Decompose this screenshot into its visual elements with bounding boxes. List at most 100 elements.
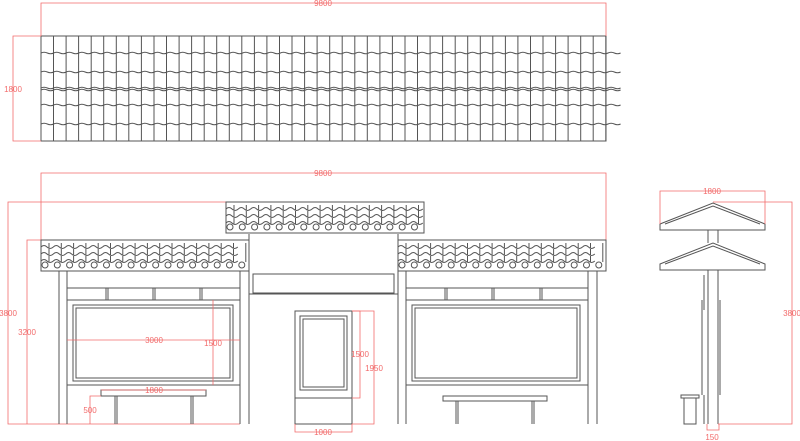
post-width-label: 150 xyxy=(705,433,719,441)
plan-outline xyxy=(40,35,607,142)
right-roof xyxy=(397,239,607,272)
right-roof-tiles xyxy=(397,243,604,263)
plan-width-dimension-line xyxy=(40,2,607,36)
roof-tile-end xyxy=(546,261,554,269)
roof-tile-end xyxy=(66,261,74,269)
right-frame xyxy=(397,271,598,424)
roof-tile-end xyxy=(496,261,504,269)
roof-tile-end xyxy=(570,261,578,269)
center-roof-outline xyxy=(225,201,425,234)
roof-tile-end xyxy=(288,223,295,231)
eave-height-dimension-line xyxy=(26,239,41,424)
bench-height-label: 500 xyxy=(83,406,97,415)
roof-tile-end xyxy=(201,261,209,269)
roof-tile-end xyxy=(484,261,492,269)
roof-tile-end xyxy=(226,223,234,231)
kiosk-height-label: 1950 xyxy=(365,364,383,373)
total-height-label: 3800 xyxy=(0,309,17,318)
left-ad-panel xyxy=(72,304,234,382)
left-bay xyxy=(58,271,250,424)
center-roof xyxy=(225,201,425,234)
left-ad-panel-inner xyxy=(75,307,231,379)
roof-tile-end xyxy=(349,223,357,231)
kiosk-width-dimension-line xyxy=(294,424,353,433)
center-roof-tiles xyxy=(225,205,424,225)
roof-tile-end xyxy=(164,261,172,269)
kiosk-screen-height-label: 1500 xyxy=(351,350,369,359)
roof-tile-end xyxy=(337,223,345,231)
info-kiosk xyxy=(294,310,353,425)
roof-tile-end xyxy=(103,261,110,269)
roof-tile-end xyxy=(238,261,246,269)
right-ad-panel-inner xyxy=(414,307,578,379)
plan-view: 9800 1800 xyxy=(4,0,621,142)
total-height-dimension-line xyxy=(7,201,240,425)
roof-tile-end xyxy=(595,261,603,269)
roof-tile-end xyxy=(226,261,233,269)
right-crossbar-brackets xyxy=(444,288,543,300)
roof-tile-end xyxy=(447,261,455,269)
roof-tile-end xyxy=(238,223,246,231)
side-height-dimension-line xyxy=(713,201,793,425)
roof-tile-end xyxy=(374,223,382,231)
roof-tile-end xyxy=(361,223,369,231)
roof-tile-end xyxy=(324,223,332,231)
bench-length-label: 1800 xyxy=(145,386,163,395)
roof-tile-end xyxy=(90,261,98,269)
tiled-roofs xyxy=(40,201,607,272)
left-bench-legs xyxy=(114,396,194,424)
roof-tile-end xyxy=(435,261,443,269)
side-roof-width-label: 1800 xyxy=(703,187,721,196)
roof-tile-end xyxy=(263,223,271,231)
panel-height-label: 1500 xyxy=(204,339,222,348)
roof-tile-end xyxy=(115,261,123,269)
side-stool xyxy=(683,397,697,425)
plan-tile-grid xyxy=(40,36,621,141)
roof-tile-end xyxy=(213,261,221,269)
roof-tile-end xyxy=(521,261,529,269)
kiosk-body xyxy=(294,310,353,425)
roof-tile-end xyxy=(410,261,418,269)
roof-tile-end xyxy=(558,261,566,269)
front-width-label: 9800 xyxy=(314,169,332,178)
roof-tile-end xyxy=(41,261,49,269)
plan-roof-tiles xyxy=(40,36,621,141)
roof-tile-end xyxy=(189,261,197,269)
roof-tile-end xyxy=(139,261,147,269)
roof-tile-end xyxy=(460,261,467,269)
post-width-dimension-line xyxy=(706,424,720,431)
right-ad-panel xyxy=(411,304,581,382)
roof-tile-end xyxy=(275,223,283,231)
eave-height-label: 3200 xyxy=(18,328,36,337)
right-bay xyxy=(397,271,598,424)
roof-tile-end xyxy=(411,223,418,231)
kiosk-height-dimension-line xyxy=(352,310,375,425)
side-upper-roof xyxy=(659,202,766,231)
side-roof-width-dimension-line xyxy=(659,190,766,224)
roof-tile-end xyxy=(509,261,517,269)
side-height-label: 3800 xyxy=(783,309,800,318)
roof-tile-end xyxy=(312,223,320,231)
plan-depth-label: 1800 xyxy=(4,85,22,94)
left-roof-tiles xyxy=(40,243,247,263)
roof-tile-end xyxy=(300,223,308,231)
roof-tile-end xyxy=(176,261,184,269)
roof-tile-end xyxy=(251,223,259,231)
kiosk-screen xyxy=(302,318,345,388)
side-lower-roof xyxy=(659,242,766,271)
front-elevation: 9800 3800 3200 3000 1500 1800 500 xyxy=(0,169,607,437)
left-crossbar-brackets xyxy=(105,288,203,300)
center-sign-board xyxy=(252,273,395,294)
roof-tile-end xyxy=(398,261,406,269)
roof-tile-end xyxy=(398,223,406,231)
plan-depth-dimension-line xyxy=(12,35,41,142)
roof-tile-end xyxy=(53,261,61,269)
side-elevation: 1800 3800 150 xyxy=(659,187,800,441)
side-post xyxy=(701,230,721,424)
roof-tile-end xyxy=(152,261,160,269)
roof-tile-end xyxy=(583,261,590,269)
right-bench xyxy=(442,395,548,402)
roof-tile-end xyxy=(127,261,135,269)
roof-tile-end xyxy=(386,223,394,231)
